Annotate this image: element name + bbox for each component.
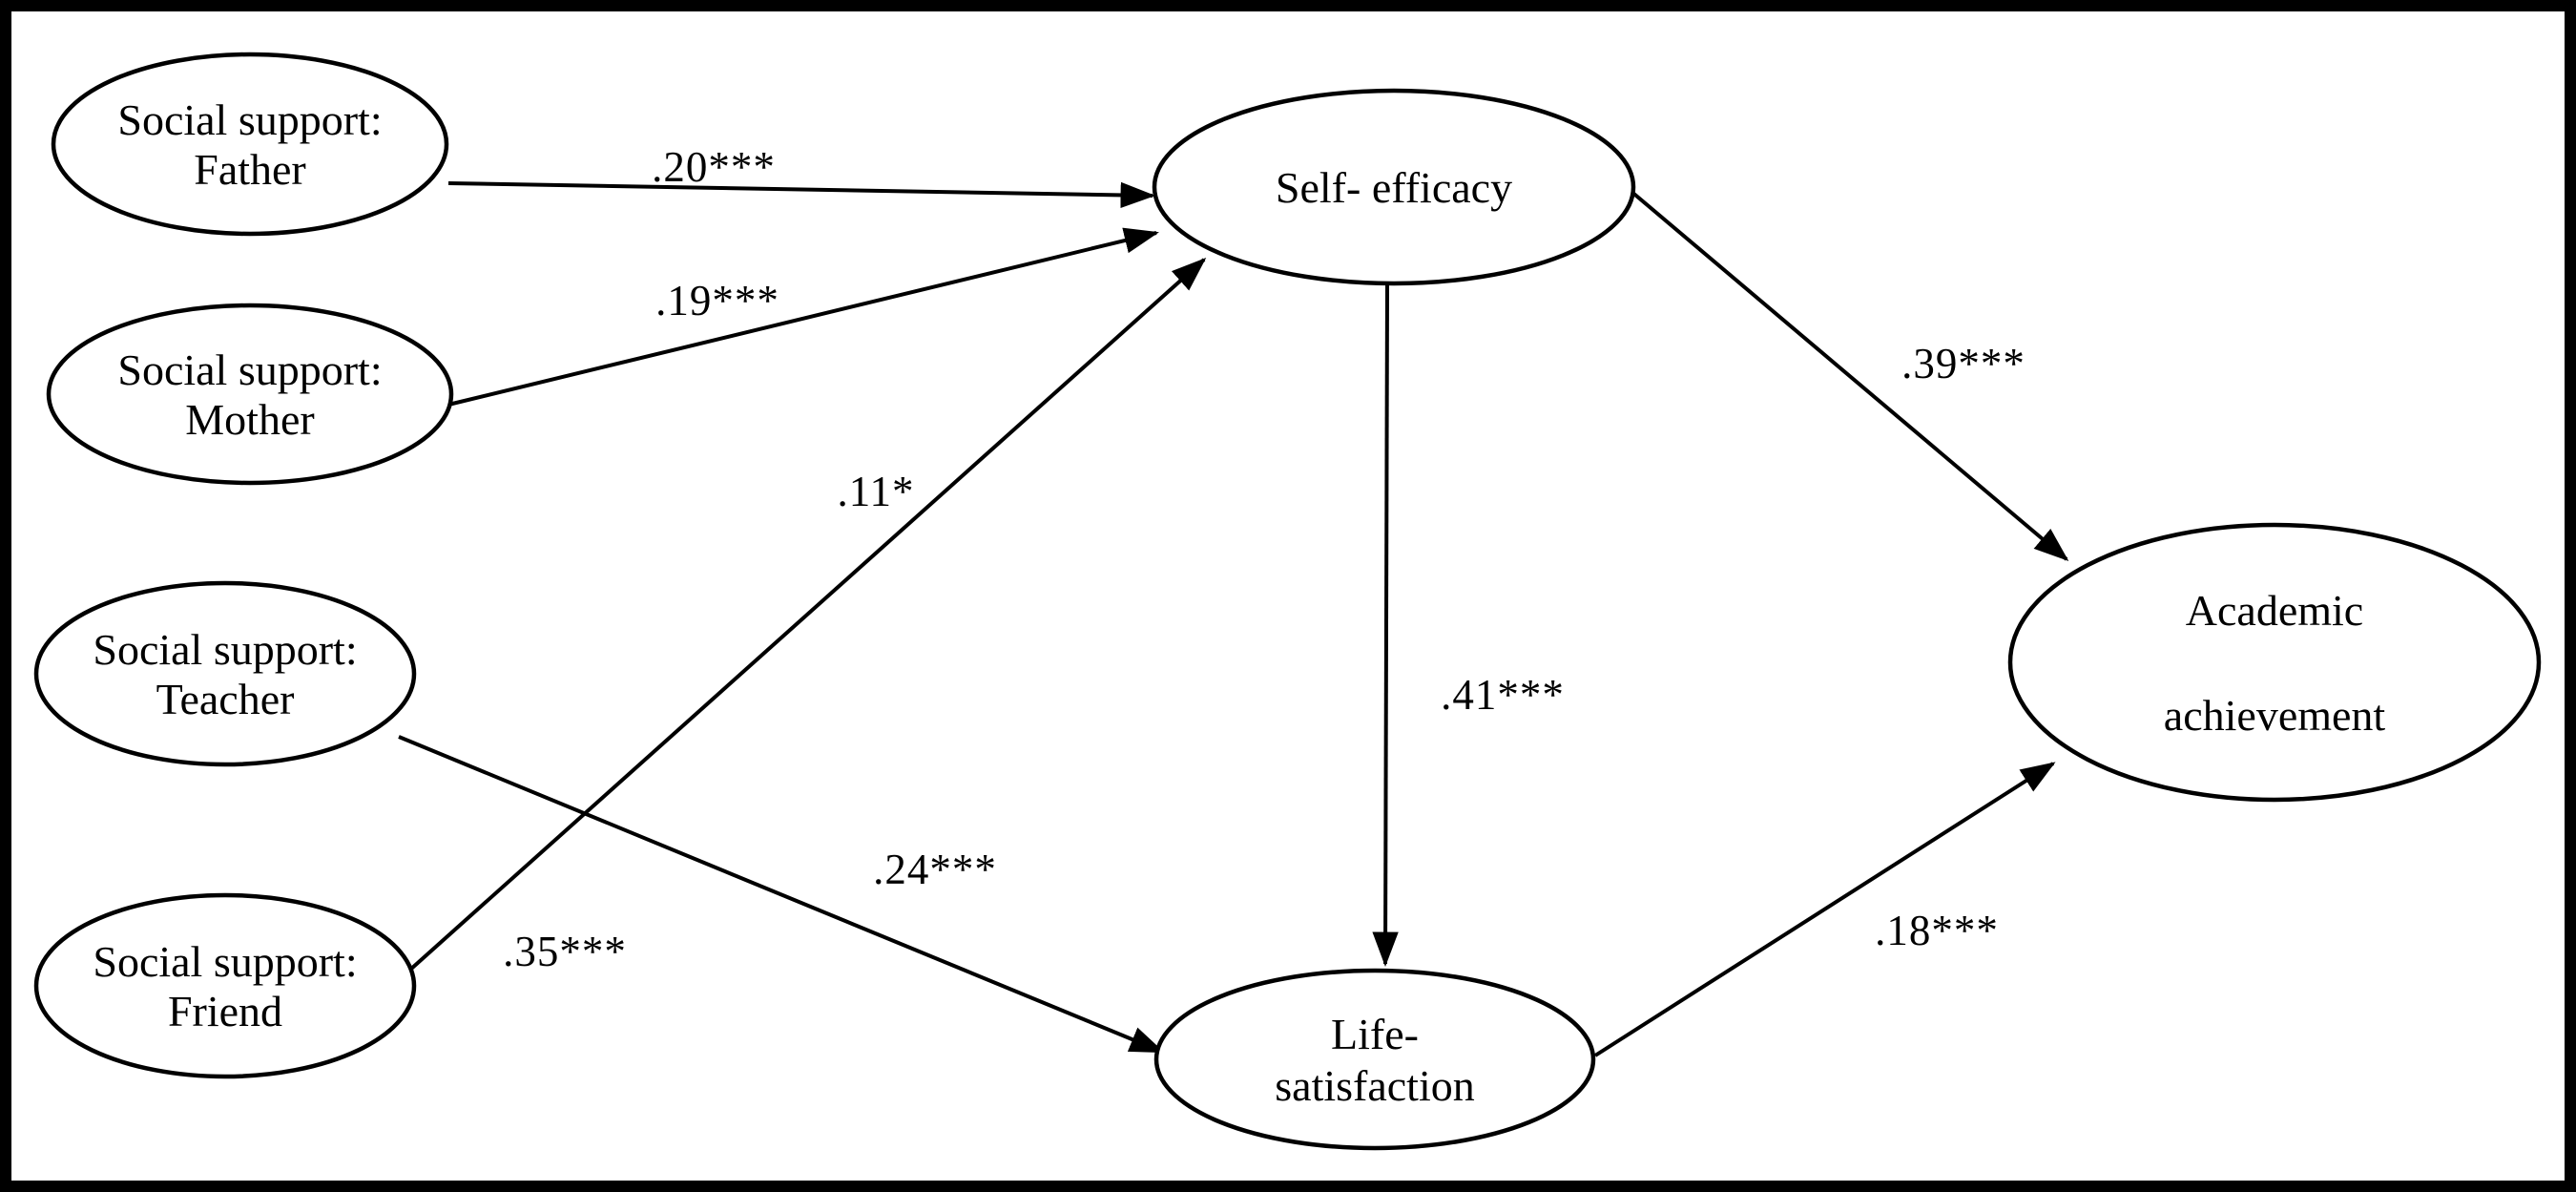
edge-self-efficacy-to-academic-achievement xyxy=(1629,189,2069,561)
node-label-line: achievement xyxy=(2164,691,2386,740)
edge-teacher-to-life-satisfaction xyxy=(398,735,1165,1054)
edge-life-satisfaction-to-academic-achievement xyxy=(1593,762,2056,1057)
coefficient-label-friend-to-self-efficacy: .11* xyxy=(837,468,914,515)
edge-mother-to-self-efficacy xyxy=(447,227,1159,407)
node-label-line: Academic xyxy=(2186,586,2363,635)
node-label-line: Social support: xyxy=(93,625,357,674)
edge-friend-to-self-efficacy xyxy=(408,257,1207,972)
node-label-life-satisfaction: Life-satisfaction xyxy=(1275,1010,1475,1110)
node-label-self-efficacy: Self- efficacy xyxy=(1276,163,1512,212)
coefficient-label-life-satisfaction-to-academic-achievement: .18*** xyxy=(1875,907,1999,954)
node-ellipse-self-efficacy xyxy=(1152,88,1636,286)
coefficient-label-teacher-to-life-satisfaction: .24*** xyxy=(873,846,997,893)
coefficient-label-self-efficacy-to-academic-achievement: .39*** xyxy=(1901,340,2025,387)
node-label-line: Friend xyxy=(168,987,282,1035)
node-ellipse-father xyxy=(51,52,449,237)
edges-layer xyxy=(398,181,2069,1057)
edge-self-efficacy-to-life-satisfaction xyxy=(1372,283,1399,968)
node-ellipse-friend xyxy=(33,892,417,1079)
node-ellipse-academic-achievement xyxy=(2007,522,2542,803)
node-label-academic-achievement: Academic achievement xyxy=(2164,586,2386,740)
node-label-line: Social support: xyxy=(117,95,382,144)
node-ellipse-life-satisfaction xyxy=(1153,968,1596,1151)
coefficient-label-mother-to-self-efficacy: .19*** xyxy=(655,277,779,324)
node-label-line: satisfaction xyxy=(1275,1061,1475,1110)
node-label-line: Social support: xyxy=(117,345,382,394)
coefficient-label-friend-to-self-efficacy: .35*** xyxy=(503,928,627,975)
node-label-line: Teacher xyxy=(156,675,295,723)
coefficient-label-self-efficacy-to-life-satisfaction: .41*** xyxy=(1441,671,1565,719)
node-label-line: Self- efficacy xyxy=(1276,163,1512,212)
node-label-line: Social support: xyxy=(93,937,357,986)
node-label-line: Life- xyxy=(1331,1010,1419,1058)
coefficient-label-father-to-self-efficacy: .20*** xyxy=(652,143,776,191)
node-label-mother: Social support:Mother xyxy=(117,345,382,444)
edge-father-to-self-efficacy xyxy=(447,181,1156,209)
node-ellipse-mother xyxy=(46,303,454,486)
node-label-teacher: Social support:Teacher xyxy=(93,625,357,723)
node-label-line: Father xyxy=(194,145,306,194)
node-label-father: Social support:Father xyxy=(117,95,382,194)
node-label-line: Mother xyxy=(185,395,314,444)
node-ellipse-teacher xyxy=(33,580,417,767)
node-label-friend: Social support:Friend xyxy=(93,937,357,1035)
coefficients-layer: .20*** .19*** .11* .35*** .24*** .41*** .39***… xyxy=(503,143,2025,975)
